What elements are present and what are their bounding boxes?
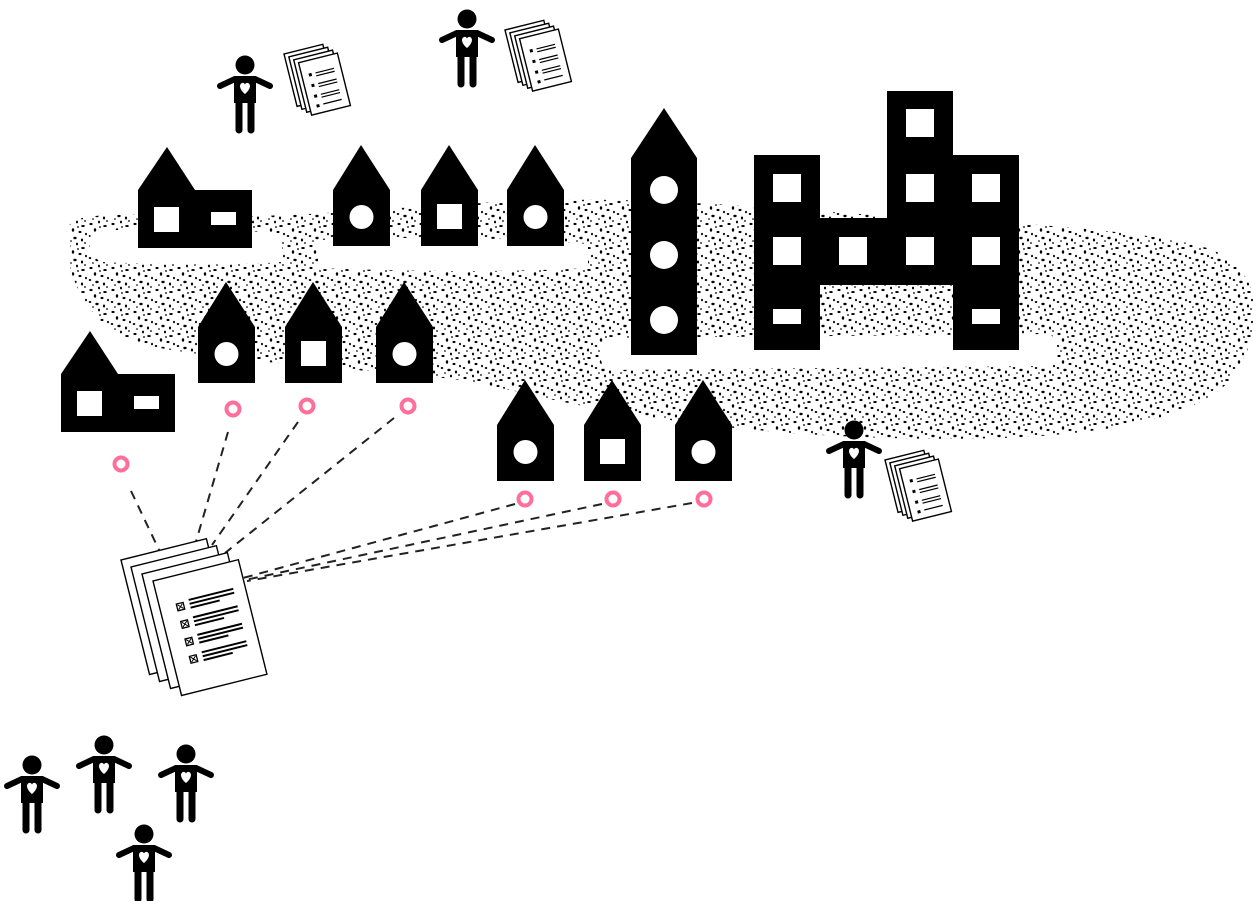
connection-line	[225, 418, 394, 553]
person-icon	[442, 10, 492, 85]
wide-house-icon	[138, 147, 252, 248]
location-pin-icon	[519, 493, 532, 506]
tower-icon	[631, 108, 697, 355]
connection-line	[247, 503, 692, 581]
house-icon	[421, 145, 478, 246]
location-pin-icon	[115, 458, 128, 471]
location-pin-icon	[227, 403, 240, 416]
survey-documents-icon	[121, 539, 267, 696]
documents-icon	[505, 17, 571, 94]
person-icon	[161, 745, 211, 820]
documents-icon	[885, 447, 951, 524]
house-icon	[333, 145, 390, 246]
documents-icon	[284, 41, 350, 118]
checkbox-icon	[185, 637, 193, 645]
checkbox-icon	[189, 655, 197, 663]
checkbox-icon	[181, 620, 189, 628]
location-pin-icon	[402, 400, 415, 413]
connection-line	[131, 491, 160, 552]
location-pin-icon	[698, 493, 711, 506]
person-icon	[220, 56, 270, 131]
checkbox-icon	[176, 602, 184, 610]
location-pin-icon	[607, 493, 620, 506]
person-icon	[119, 825, 169, 900]
connection-line	[243, 504, 515, 578]
connection-line	[245, 504, 602, 580]
house-icon	[507, 145, 564, 246]
person-icon	[7, 756, 57, 831]
location-pin-icon	[301, 400, 314, 413]
person-icon	[79, 736, 129, 811]
residents-group	[7, 736, 211, 900]
